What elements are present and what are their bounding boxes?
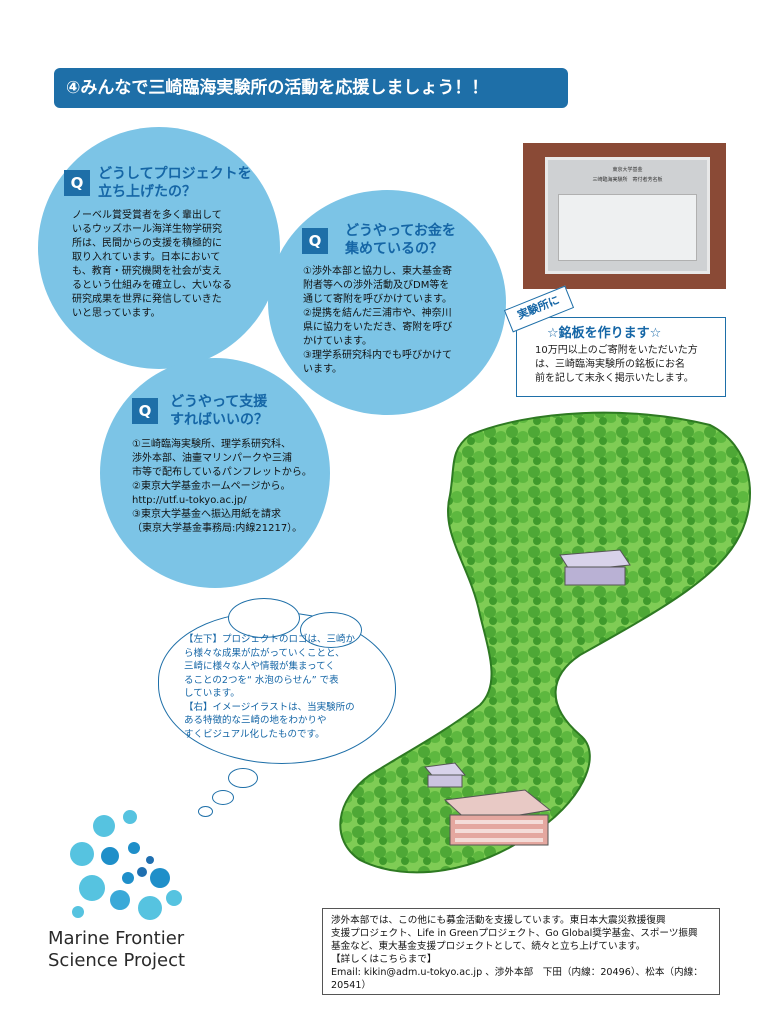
plaque-frame: 東京大学基金 三崎臨海実験所 寄付者芳名板 <box>545 157 710 274</box>
body-line: も、教育・研究機関を社会が支え <box>72 266 222 277</box>
body-line: かけています。 <box>303 336 372 347</box>
building-lab <box>443 789 552 846</box>
faq-bubble-why <box>38 127 280 369</box>
faq-body-why: ノーベル賞受賞者を多く輩出して いるウッズホール海洋生物学研究 所は、民間からの… <box>72 209 272 321</box>
section-banner: ④みんなで三崎臨海実験所の活動を応援しましょう！！ <box>54 68 568 108</box>
cloud-line: ることの2つを“ 水泡のらせん” で表 <box>184 674 339 686</box>
body-line: いるウッズホール海洋生物学研究 <box>72 224 222 235</box>
forest-land <box>339 411 751 874</box>
faq-title-line: どうやってお金を <box>345 223 456 239</box>
footer-contact[interactable]: Email: kikin@adm.u-tokyo.ac.jp 、渉外本部 下田（… <box>331 967 703 991</box>
body-line: は、三崎臨海実験所の銘板にお名 <box>535 359 685 370</box>
body-line: いと思っています。 <box>72 308 161 319</box>
body-line: います。 <box>303 364 342 375</box>
plaque-text: 三崎臨海実験所 寄付者芳名板 <box>592 177 663 183</box>
body-line: 県に協力をいただき、寄附を呼び <box>303 322 453 333</box>
cloud-line: すくビジュアル化したものです。 <box>184 728 325 740</box>
faq-title-why: どうしてプロジェクトを 立ち上げたの？ <box>98 165 252 201</box>
logo-line: Science Project <box>48 950 186 971</box>
body-line: 附者等への渉外活動及びDM等を <box>303 280 450 291</box>
logo-wordmark: Marine Frontier Science Project <box>48 928 185 972</box>
footer-line: 【詳しくはこちらまで】 <box>331 954 437 965</box>
plate-info-title: ☆銘板を作ります☆ <box>547 326 662 341</box>
faq-bubble-how-support <box>100 358 330 588</box>
body-line: 研究成果を世界に発信していきた <box>72 294 222 305</box>
faq-title-line: 立ち上げたの？ <box>98 184 196 200</box>
body-line: ①三崎臨海実験所、理学系研究科、 <box>132 439 291 450</box>
faq-title-line: すればいいの？ <box>170 412 268 428</box>
q-mark-icon: Q <box>64 170 90 196</box>
body-line: ノーベル賞受賞者を多く輩出して <box>72 210 222 221</box>
faq-title-how-money: どうやってお金を 集めているの？ <box>345 222 456 258</box>
faq-title-line: どうしてプロジェクトを <box>98 166 252 182</box>
faq-bubble-how-money <box>268 190 506 415</box>
cloud-line: 【左下】プロジェクトのロゴは、三崎か <box>184 634 356 645</box>
body-line: 取り入れています。日本において <box>72 252 221 263</box>
plaque-photo: 東京大学基金 三崎臨海実験所 寄付者芳名板 <box>523 143 726 289</box>
body-line: 通じて寄附を呼びかけています。 <box>303 294 452 305</box>
body-line: 所は、民間からの支援を積極的に <box>72 238 222 249</box>
cloud-bump <box>228 598 300 638</box>
q-mark-icon: Q <box>132 398 158 424</box>
cloud-line: ある特徴的な三崎の地をわかりや <box>184 715 327 726</box>
body-line: ③理学系研究科内でも呼びかけて <box>303 350 452 361</box>
faq-body-how-money: ①渉外本部と協力し、東大基金寄 附者等への渉外活動及びDM等を 通じて寄附を呼び… <box>303 265 503 377</box>
body-line: ②提携を結んだ三浦市や、神奈川 <box>303 308 452 319</box>
cloud-line: しています。 <box>184 688 240 699</box>
building-top <box>559 549 631 586</box>
logo-bubbles-icon <box>70 810 182 920</box>
q-mark-icon: Q <box>302 228 328 254</box>
url-link[interactable]: http://utf.u-tokyo.ac.jp/ <box>132 495 247 506</box>
footer-line: 支援プロジェクト、Life in Greenプロジェクト、Go Global奨学… <box>331 928 698 939</box>
peninsula-illustration <box>339 411 751 874</box>
plate-info-box: ☆銘板を作ります☆ 10万円以上のご寄附をいただいた方 は、三崎臨海実験所の銘板… <box>516 317 726 397</box>
cloud-puff <box>228 768 258 788</box>
cloud-line: 【右】イメージイラストは、当実験所の <box>184 701 355 713</box>
body-line: ②東京大学基金ホームページから。 <box>132 481 291 492</box>
body-line: ③東京大学基金へ振込用紙を請求 <box>132 509 281 520</box>
body-line: るという仕組みを確立し、大いなる <box>72 280 232 291</box>
body-line: 10万円以上のご寄附をいただいた方 <box>535 345 698 356</box>
cloud-text: 【左下】プロジェクトのロゴは、三崎か ら様々な成果が広がっていくことと、 三崎に… <box>184 633 380 741</box>
body-line: 市等で配布しているパンフレットから。 <box>132 467 312 478</box>
cloud-puff <box>198 806 213 817</box>
body-line: （東京大学基金事務局:内線21217）。 <box>132 523 303 534</box>
cloud-bump <box>300 612 362 648</box>
plaque-glass <box>558 194 697 261</box>
plaque-text: 東京大学基金 <box>612 167 643 173</box>
body-line: ①渉外本部と協力し、東大基金寄 <box>303 266 452 277</box>
plate-info-body: 10万円以上のご寄附をいただいた方 は、三崎臨海実験所の銘板にお名 前を記して末… <box>535 344 698 386</box>
footer-info-box: 渉外本部では、この他にも募金活動を支援しています。東日本大震災救援復興 支援プロ… <box>322 908 720 995</box>
footer-line: 基金など、東大基金支援プロジェクトとして、続々と立ち上げています。 <box>331 941 646 952</box>
body-line: 渉外本部、油壷マリンパークや三浦 <box>132 453 292 464</box>
cloud-puff <box>212 790 234 805</box>
cloud-line: 三崎に様々な人や情報が集まってく <box>184 661 335 672</box>
building-house <box>424 762 466 788</box>
faq-title-line: どうやって支援 <box>170 394 268 410</box>
body-line: 前を記して末永く掲示いたします。 <box>535 373 694 384</box>
faq-title-how-support: どうやって支援 すればいいの？ <box>170 393 268 429</box>
cloud-line: ら様々な成果が広がっていくことと、 <box>184 647 345 659</box>
faq-body-how-support: ①三崎臨海実験所、理学系研究科、 渉外本部、油壷マリンパークや三浦 市等で配布し… <box>132 438 328 536</box>
footer-line: 渉外本部では、この他にも募金活動を支援しています。東日本大震災救援復興 <box>331 915 666 926</box>
faq-title-line: 集めているの？ <box>345 241 443 257</box>
logo-line: Marine Frontier <box>48 928 185 949</box>
